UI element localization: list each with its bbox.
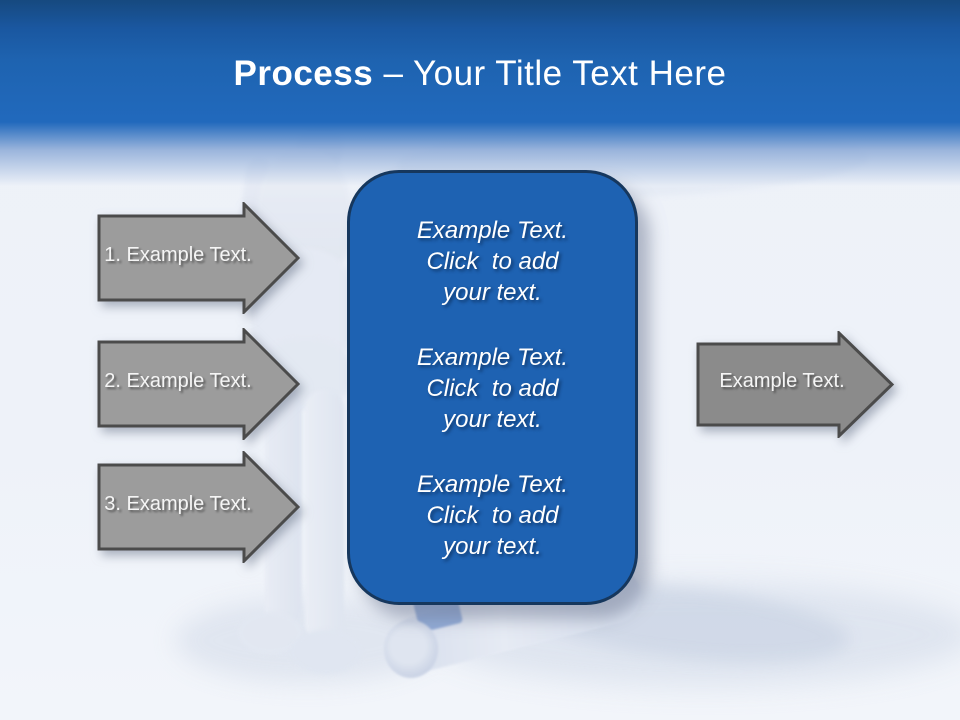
step-arrow-3: 3. Example Text. — [97, 451, 301, 563]
panel-paragraph: Example Text. Click to add your text. — [364, 342, 621, 435]
step-arrow-2: 2. Example Text. — [97, 328, 301, 440]
panel-line: Example Text. — [416, 344, 569, 371]
panel-line: Click to add — [426, 375, 559, 402]
panel-line: Click to add — [426, 502, 559, 529]
step-arrow-1: 1. Example Text. — [97, 202, 301, 314]
mannequin-right-leg — [305, 390, 344, 642]
right-arrow-shape-icon — [696, 331, 895, 438]
result-arrow-label: Example Text. — [719, 370, 845, 392]
panel-line: Example Text. — [416, 217, 569, 244]
title-text: – Your Title Text Here — [383, 54, 727, 93]
panel-line: Example Text. — [416, 471, 569, 498]
title-keyword: Process — [233, 54, 374, 93]
step-arrow-label: 1. Example Text. — [104, 243, 252, 266]
right-arrow-shape-icon — [97, 451, 301, 563]
panel-paragraph: Example Text. Click to add your text. — [364, 469, 621, 562]
panel-line: Click to add — [426, 248, 559, 275]
step-arrow-label: 2. Example Text. — [104, 369, 252, 392]
panel-line: your text. — [443, 279, 542, 306]
mannequin-right-foot — [290, 630, 362, 674]
panel-line: your text. — [443, 533, 542, 560]
result-arrow: Example Text. — [696, 331, 895, 438]
header-gradient — [0, 0, 960, 200]
panel-line: your text. — [443, 406, 542, 433]
panel-paragraph: Example Text. Click to add your text. — [364, 215, 621, 308]
center-text-panel: Example Text. Click to add your text. Ex… — [347, 170, 638, 605]
right-arrow-shape-icon — [97, 328, 301, 440]
step-arrow-label: 3. Example Text. — [104, 492, 252, 515]
right-arrow-shape-icon — [97, 202, 301, 314]
blueprint-roll-end — [384, 620, 438, 678]
slide-title: Process – Your Title Text Here — [0, 54, 960, 94]
